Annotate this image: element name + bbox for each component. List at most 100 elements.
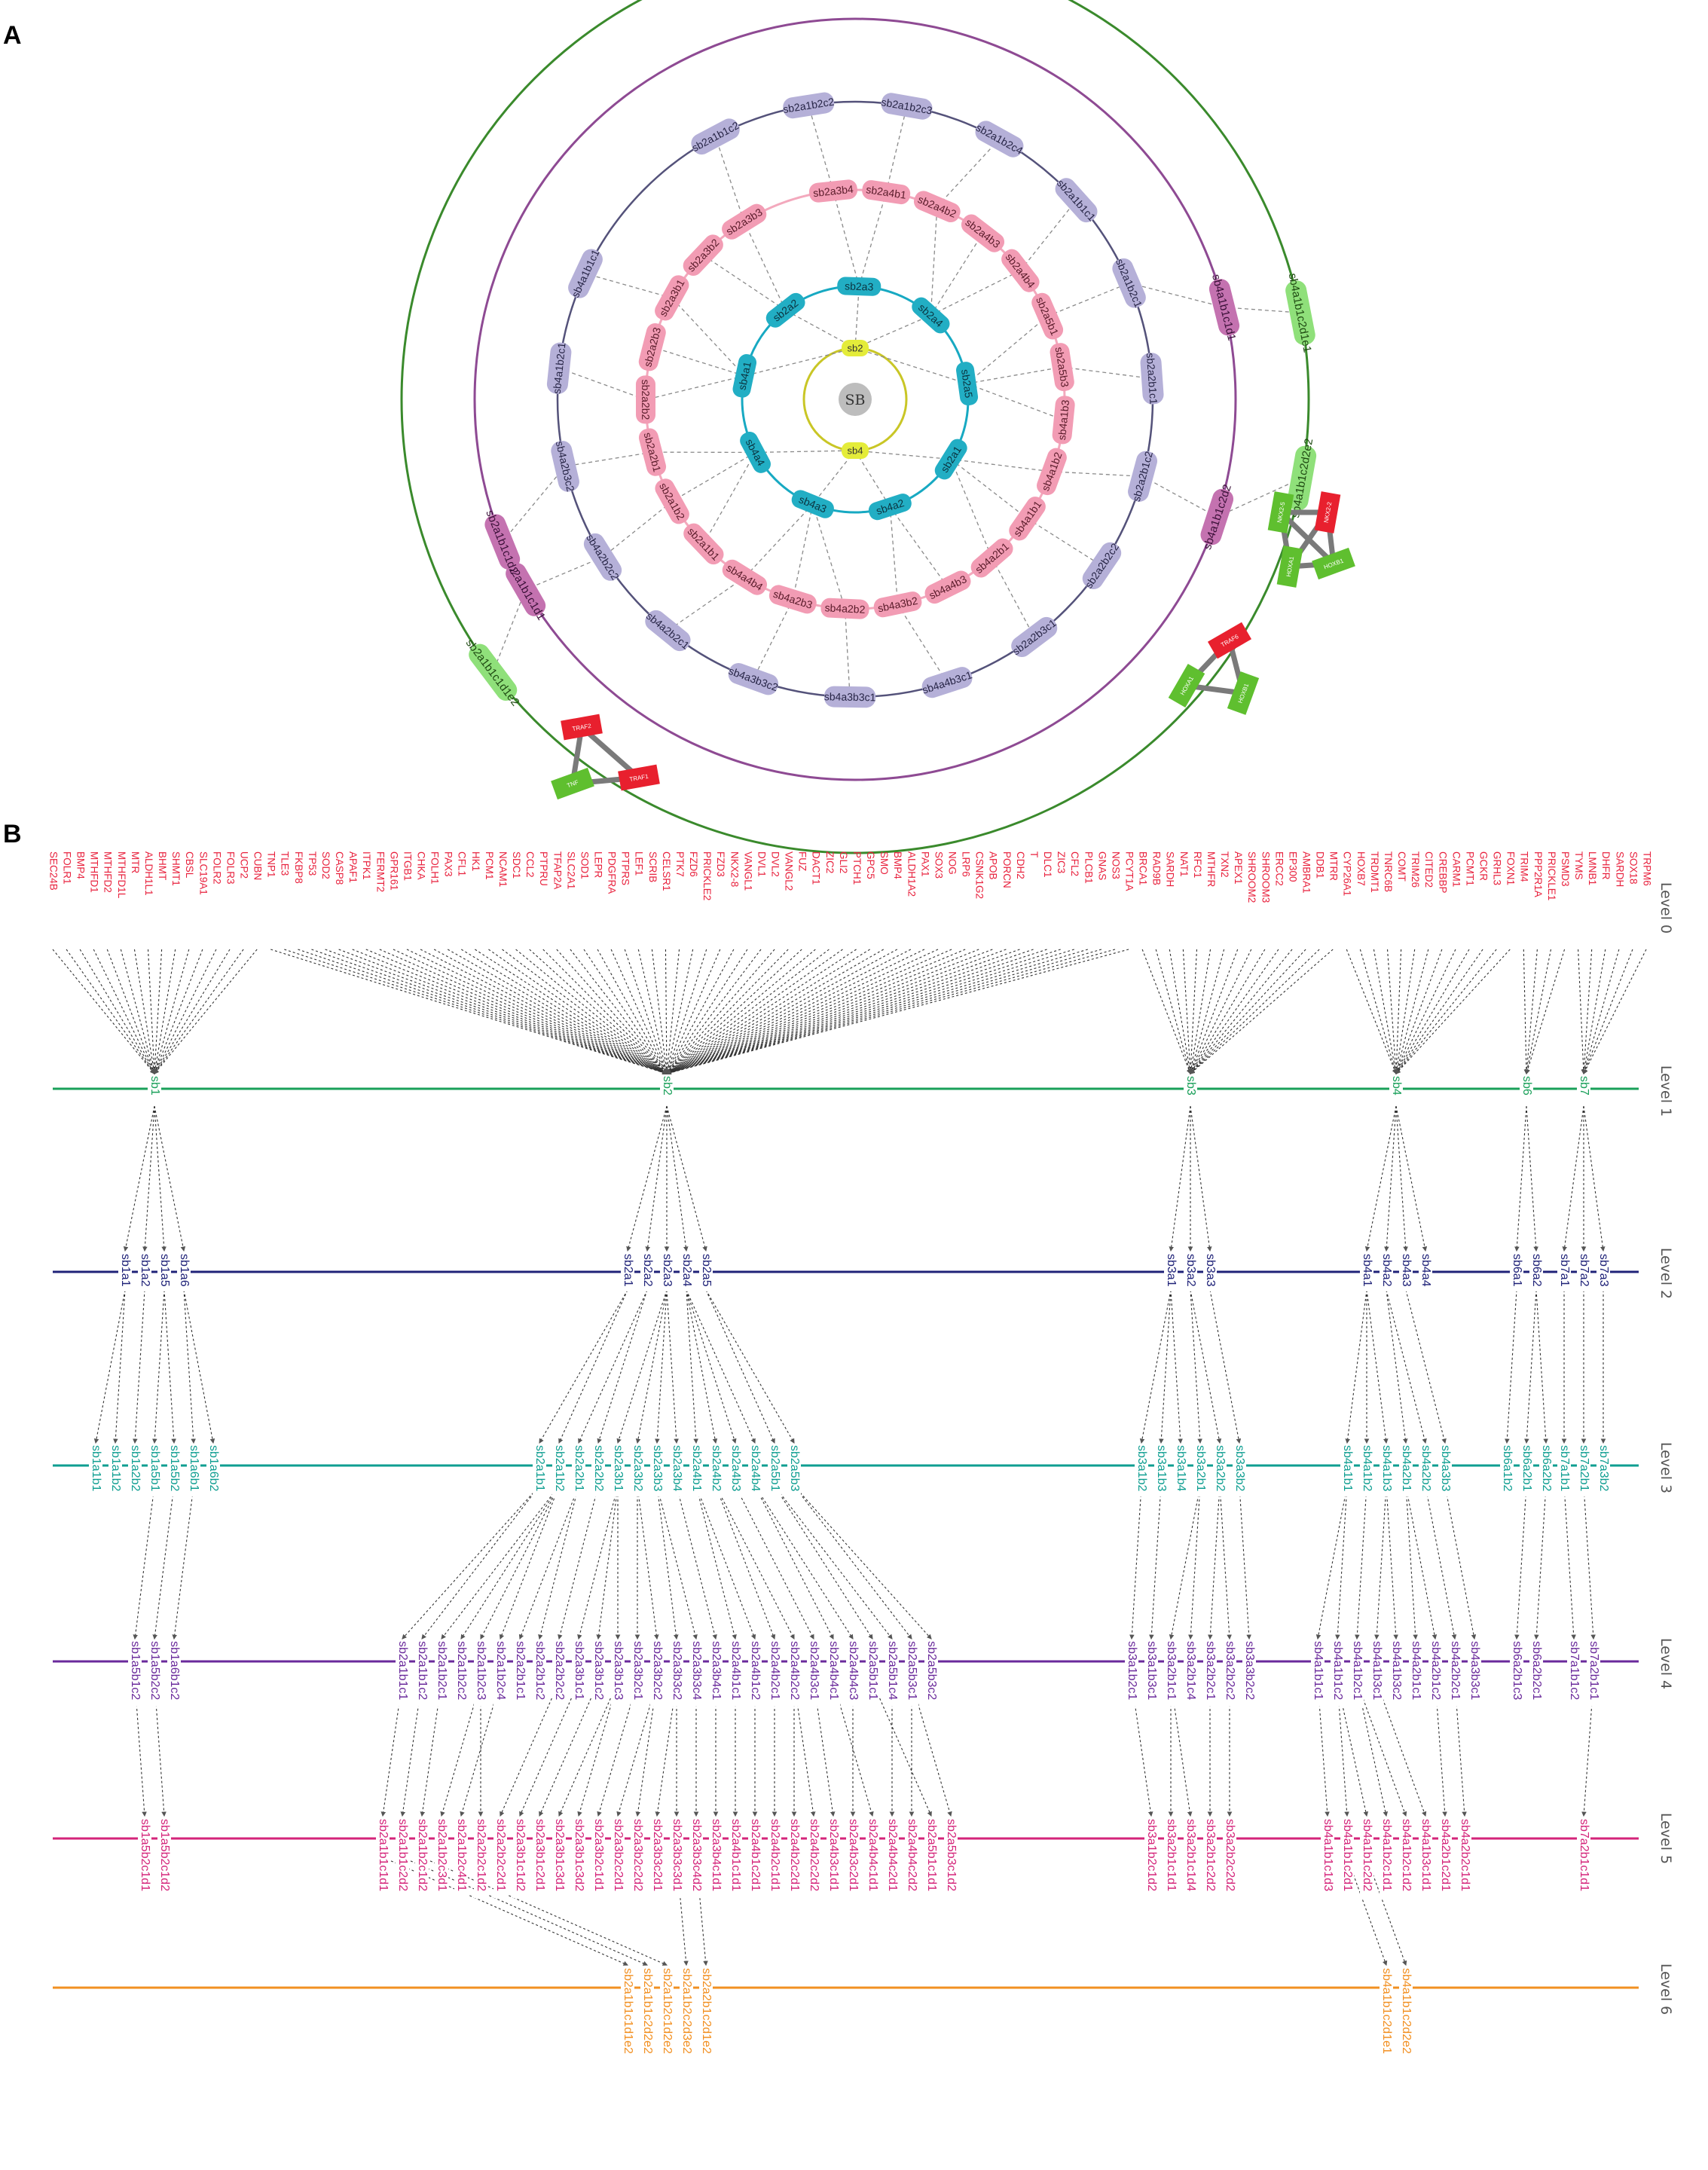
svg-text:sb2a3b4: sb2a3b4: [812, 183, 854, 200]
level3-node-label: sb2a5b3: [788, 1445, 801, 1491]
gene-label: FKBP8: [293, 851, 304, 884]
gene-label: PCM1: [484, 851, 495, 880]
level5-node-label: sb2a1b1c2d2: [396, 1819, 409, 1891]
level-label-4: Level 4: [1658, 1638, 1674, 1689]
level2-node-label: sb6a1: [1511, 1254, 1523, 1287]
ring3-node-20: sb2a2b3: [638, 323, 666, 371]
gene-label: BMP4: [75, 851, 87, 879]
level3-node-label: sb6a2b1: [1520, 1445, 1533, 1491]
gene-label: SHROOM3: [1260, 851, 1271, 903]
ring2-node-7: sb4a1: [732, 353, 757, 398]
level3-node-label: sb6a1b2: [1501, 1445, 1514, 1491]
level5-node-label: sb3a2b1c1d4: [1184, 1819, 1197, 1891]
gene-label: MTHFR: [1205, 851, 1217, 887]
gene-label: DDB1: [1315, 851, 1326, 879]
level2-node-label: sb1a2: [139, 1254, 151, 1287]
gene-label: AMBRA1: [1301, 851, 1312, 894]
level6-node-label: sb2a2b1c2d1e2: [700, 1968, 713, 2054]
ring4-node-6: sb2a2b1c1: [1140, 353, 1164, 405]
level5-node-label: sb4a1b1c2d1: [1341, 1819, 1354, 1891]
gene-label: APOB: [988, 851, 999, 880]
ring5-node-1: sb4a1b1c2d2: [1200, 483, 1234, 552]
ring5-node-0: sb4a1b1c1d1: [1208, 273, 1240, 342]
svg-text:sb2a1b1c1d1e2: sb2a1b1c1d1e2: [463, 637, 522, 708]
level5-node-label: sb2a4b1c2d1: [749, 1819, 762, 1891]
gene-label: PCMT1: [1464, 851, 1475, 886]
gene-label: LMNB1: [1587, 851, 1598, 885]
ring2-node-3: sb2a1: [934, 439, 967, 480]
gene-label: DLC1: [1042, 851, 1053, 878]
gene-label: BMP4: [892, 851, 903, 879]
gene-label: LEPR: [593, 851, 604, 879]
gene-label: CFL1: [457, 851, 468, 876]
gene-label: CFL2: [1069, 851, 1080, 876]
gene-label: PRICKLE1: [1546, 851, 1557, 900]
gene-label: CUBN: [252, 851, 264, 880]
level3-node-label: sb2a3b1: [612, 1445, 625, 1491]
gene-label: CCL2: [524, 851, 536, 878]
gene-label: MTRR: [1328, 851, 1340, 881]
level2-node-label: sb7a3: [1597, 1254, 1610, 1287]
ring4-node-14: sb4a2b2c2: [583, 532, 622, 582]
panel-letter-a: A: [3, 21, 22, 50]
level3-node-label: sb7a1b1: [1558, 1445, 1571, 1491]
ring3-node-8: sb4a1b2: [1037, 448, 1067, 496]
gene-label: GCKR: [1478, 851, 1490, 881]
edges: [491, 104, 1303, 698]
level4-node-label: sb2a2b2c2: [553, 1641, 566, 1700]
gene-label: BHMT: [157, 851, 168, 880]
gene-label: CREBBP: [1437, 851, 1448, 894]
ring4-node-9: sb2a2b3c1: [1010, 616, 1059, 657]
level2-node-label: sb2a5: [700, 1254, 713, 1287]
level4-node-label: sb2a1b2c2: [455, 1641, 468, 1700]
gene-label: GPC5: [865, 851, 876, 879]
gene-label: TYMS: [1573, 851, 1584, 880]
ring5-node-3: sb2a1b1c1d2: [483, 509, 521, 576]
level5-node-label: sb2a4b4c2d1: [886, 1819, 899, 1891]
gene-label: ITGB1: [402, 851, 413, 881]
level5-node-label: sb2a5b1c1d1: [925, 1819, 938, 1891]
level-label-1: Level 1: [1658, 1065, 1674, 1117]
gene-label: GNAS: [1096, 851, 1108, 880]
level-lines: [53, 1074, 1639, 2062]
ring3-node-4: sb2a4b4: [1001, 249, 1040, 292]
tree-edges: [52, 949, 1647, 1967]
ppi-node: HOXA1: [1276, 546, 1303, 588]
gene-label: VANGL2: [784, 851, 795, 891]
center-node: [839, 383, 872, 416]
level4-node-label: sb3a1b3c1: [1145, 1641, 1158, 1700]
level3-node-label: sb4a1b2: [1361, 1445, 1373, 1491]
level2-node-label: sb4a4: [1419, 1254, 1432, 1287]
svg-text:sb4a1b2c1: sb4a1b2c1: [551, 342, 568, 395]
ppi-node: NKX2-2: [1314, 491, 1341, 533]
level2-node-label: sb3a3: [1204, 1254, 1217, 1287]
level5-node-label: sb2a3b2c2d2: [631, 1819, 644, 1891]
level5-node-label: sb3a2b2c2d2: [1224, 1819, 1236, 1891]
level4-node-label: sb4a2b1c2: [1429, 1641, 1442, 1700]
ring3-node-10: sb4a2b1: [970, 538, 1013, 578]
ring4-node-0: sb2a1b1c2: [690, 118, 741, 155]
gene-label: CDH2: [1015, 851, 1026, 879]
level4-node-label: sb7a2b1c1: [1587, 1641, 1600, 1700]
nodes: SBsb2sb4sb2a3sb2a4sb2a5sb2a1sb4a2sb4a3sb…: [463, 92, 1317, 708]
ring3-node-11: sb4a4b3: [924, 570, 971, 604]
gene-label: BRCA1: [1138, 851, 1149, 885]
gene-label: SHMT1: [170, 851, 182, 886]
gene-label: PTK7: [674, 851, 686, 877]
level4-node-label: sb2a5b1c4: [886, 1641, 899, 1700]
level4-node-label: sb3a2b1c4: [1184, 1641, 1197, 1700]
level2-node-label: sb4a1: [1361, 1254, 1373, 1287]
level5-node-label: sb3a2b1c1d1: [1165, 1819, 1178, 1891]
level5-node-label: sb4a1b3c1d1: [1419, 1819, 1432, 1891]
ring4-node-16: sb4a1b2c1: [546, 342, 572, 395]
gene-label: FOLH1: [429, 851, 441, 885]
ring2-node-4: sb4a2: [868, 494, 912, 521]
gene-label: TRDMT1: [1369, 851, 1380, 893]
level4-node-label: sb1a5b2c2: [148, 1641, 161, 1700]
ppi-node: TRAF6: [1207, 622, 1252, 659]
ring4-node-10: sb4a4b3c1: [921, 667, 973, 698]
level3-node-label: sb1a1b1: [90, 1445, 102, 1491]
level3-node-label: sb4a3b3: [1439, 1445, 1452, 1491]
